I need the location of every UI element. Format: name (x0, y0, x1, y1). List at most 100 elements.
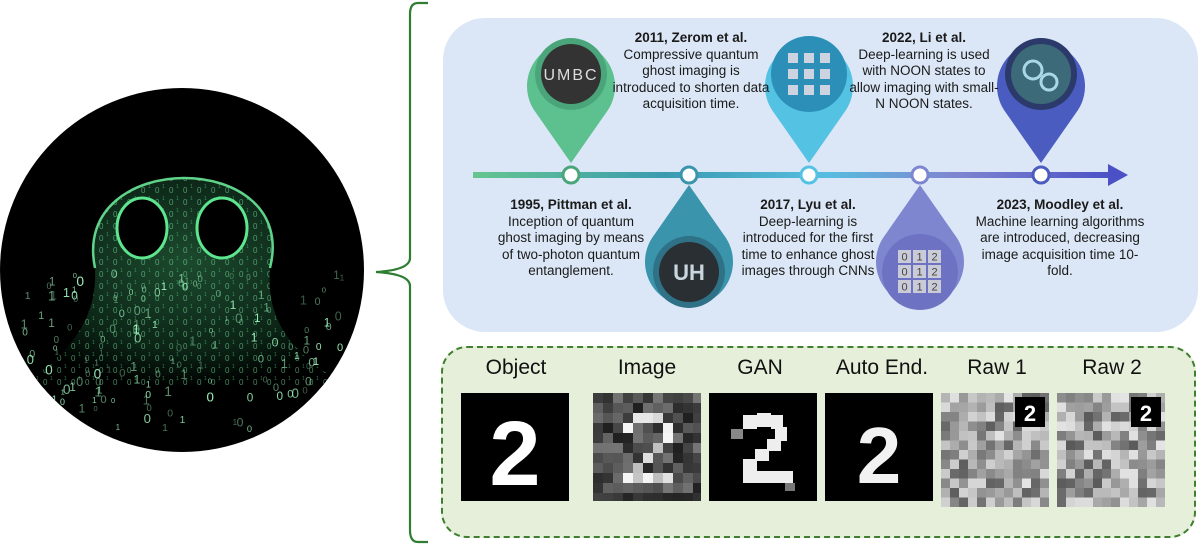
pixel (613, 453, 623, 463)
tile-object: 2 (461, 393, 569, 501)
raw-pixel (950, 497, 959, 507)
raw-pixel (1120, 469, 1129, 479)
raw-pixel (968, 431, 977, 441)
pixel (673, 443, 683, 453)
pixel (633, 483, 643, 493)
raw-pixel (1066, 459, 1075, 469)
ghost-bit: 1 (185, 276, 190, 286)
raw-pixel (1066, 469, 1075, 479)
raw-pixel (1004, 459, 1013, 469)
digit-cell (913, 265, 926, 278)
ghost-bit: 1 (48, 317, 55, 330)
raw-pixel (941, 431, 950, 441)
raw-pixel (1075, 393, 1084, 403)
ghost-bit: 1 (97, 386, 102, 397)
ghost-bit: 0 (304, 325, 309, 335)
pixel (593, 483, 603, 493)
ghost-bit: 0 (53, 344, 57, 353)
raw-pixel (986, 412, 995, 422)
raw-pixel (968, 450, 977, 460)
raw-pixel (1138, 478, 1147, 488)
col-label-gan: GAN (737, 356, 783, 379)
raw-pixel (941, 478, 950, 488)
raw-pixel (1120, 421, 1129, 431)
gan-image (731, 413, 795, 491)
raw-pixel (986, 450, 995, 460)
raw-pixel (1120, 459, 1129, 469)
pixel (633, 413, 643, 423)
ghost-bit: 0 (22, 328, 28, 339)
raw-pixel (968, 393, 977, 403)
pixel (593, 393, 603, 403)
raw-pixel (959, 459, 968, 469)
pixel (613, 423, 623, 433)
ghost-bit: 0 (45, 363, 53, 378)
ghost-bit: 1 (99, 348, 103, 357)
raw-pixel (1031, 440, 1040, 450)
raw-pixel (941, 469, 950, 479)
raw-pixel (1111, 469, 1120, 479)
pixel (603, 393, 613, 403)
raw-pixel (1040, 431, 1049, 441)
raw-pixel (1075, 469, 1084, 479)
digit-cell (898, 265, 911, 278)
ghost-bit: 0 (258, 353, 264, 365)
raw-pixel (1102, 469, 1111, 479)
raw-pixel (1057, 478, 1066, 488)
pixel (653, 393, 663, 403)
raw-pixel (1031, 450, 1040, 460)
pixel (633, 393, 643, 403)
raw-pixel (1147, 431, 1156, 441)
raw-pixel (1156, 440, 1165, 450)
event-2017-desc: Deep-learning is introduced for the firs… (741, 213, 875, 279)
raw-inset-digit: 2 (1024, 401, 1036, 426)
pixel (593, 473, 603, 483)
raw-pixel (1129, 478, 1138, 488)
digit-cell-label: 0 (901, 267, 907, 279)
pixel (683, 473, 693, 483)
pixel (653, 423, 663, 433)
ghost-bit: 1 (333, 270, 339, 282)
raw-pixel (1120, 431, 1129, 441)
raw-pixel (977, 402, 986, 412)
pixel (653, 403, 663, 413)
tile-gan (709, 393, 817, 501)
raw-pixel (1084, 488, 1093, 498)
raw-pixel (1156, 469, 1165, 479)
raw-pixel (1084, 459, 1093, 469)
raw-pixel (1022, 450, 1031, 460)
pixel (603, 493, 613, 501)
node-2011 (679, 165, 699, 185)
raw-pixel (986, 393, 995, 403)
ghost-bit: 0 (145, 389, 151, 401)
ghost-bit: 1 (251, 331, 258, 345)
raw-pixel (941, 488, 950, 498)
raw-pixel (1084, 450, 1093, 460)
ghost-bit: 1 (225, 314, 229, 323)
raw-pixel (1075, 440, 1084, 450)
raw-pixel (968, 469, 977, 479)
raw-pixel (1084, 421, 1093, 431)
raw-pixel (1093, 497, 1102, 507)
raw-pixel (1057, 488, 1066, 498)
raw-pixel (1075, 488, 1084, 498)
raw-pixel (950, 478, 959, 488)
raw-inset (1131, 397, 1161, 427)
raw-pixel (1022, 497, 1031, 507)
pixel (693, 413, 701, 423)
event-2017: 2017, Lyu et al. Deep-learning is introd… (733, 197, 883, 280)
raw-pixel (959, 440, 968, 450)
raw-pixel (1013, 469, 1022, 479)
raw-pixel (1066, 497, 1075, 507)
raw-pixel (1004, 402, 1013, 412)
pixel (683, 433, 693, 443)
event-1995-head: 1995, Pittman et al. (510, 197, 632, 212)
raw-pixel (995, 478, 1004, 488)
pixel (653, 433, 663, 443)
pixel (653, 493, 663, 501)
raw-pixel (977, 488, 986, 498)
pixel (683, 443, 693, 453)
ghost-bit: 0 (100, 334, 105, 344)
ghost-bit: 0 (54, 335, 60, 346)
pixel (603, 413, 613, 423)
